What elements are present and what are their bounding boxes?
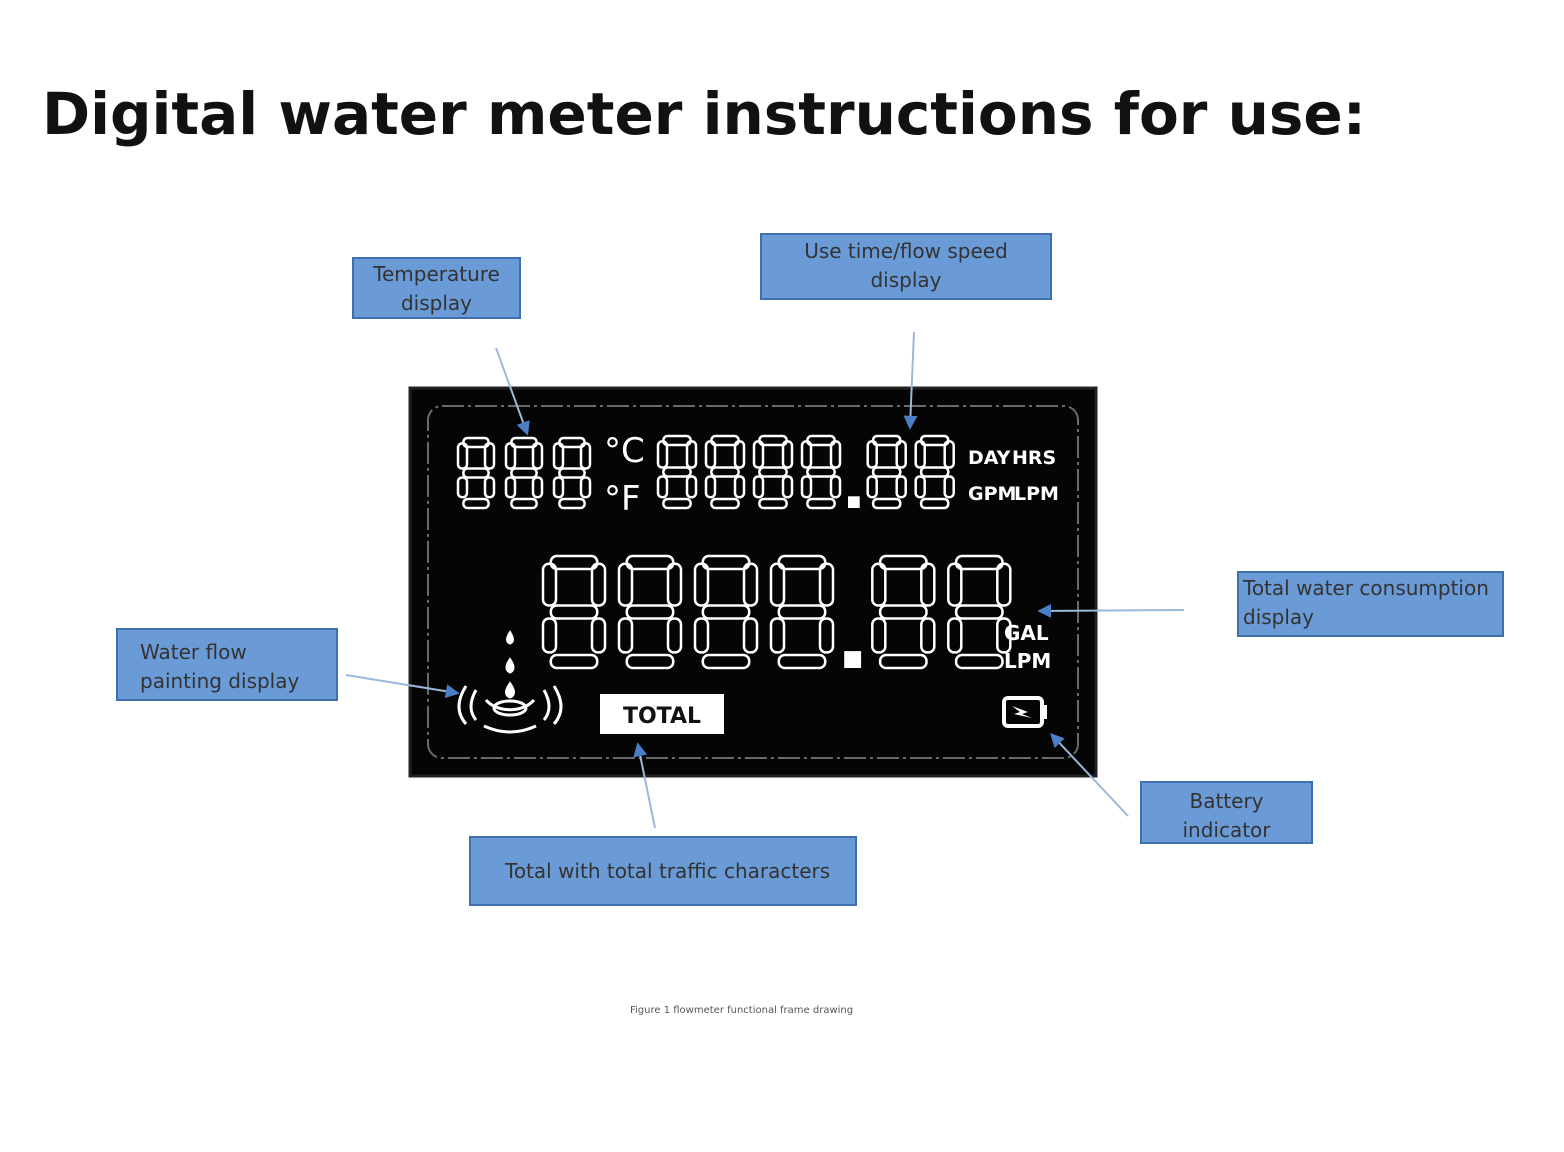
- time-flow-digit-5: [914, 434, 955, 510]
- temperature-digit-0: [456, 436, 496, 510]
- total-consumption-digits: [541, 554, 1012, 670]
- total-digit-3: [769, 554, 835, 670]
- total-digit-2: [693, 554, 759, 670]
- time-flow-decimal-point: [848, 496, 860, 508]
- lcd-inner-border: [427, 405, 1079, 759]
- temperature-digits: [456, 436, 592, 510]
- total-decimal-point: [844, 651, 862, 668]
- time-flow-digit-4: [866, 434, 907, 510]
- water-flow-icon: [457, 630, 563, 734]
- figure-caption: Figure 1 flowmeter functional frame draw…: [630, 1005, 854, 1016]
- callout-water-flow: Water flow painting display: [116, 628, 338, 701]
- temperature-digit-1: [504, 436, 544, 510]
- unit-fahrenheit: °F: [604, 479, 641, 519]
- unit-gpm: GPM: [968, 483, 1016, 505]
- callout-total-water: Total water consumption display: [1237, 571, 1504, 637]
- unit-lpm-main: LPM: [1004, 649, 1051, 673]
- page-title: Digital water meter instructions for use…: [42, 80, 1366, 148]
- time-flow-digit-3: [800, 434, 842, 510]
- total-label: TOTAL: [623, 704, 701, 729]
- callout-use-time: Use time/flow speed display: [760, 233, 1052, 300]
- time-flow-digit-1: [704, 434, 746, 510]
- unit-gal: GAL: [1004, 621, 1049, 645]
- unit-celsius: °C: [604, 431, 645, 471]
- callout-temperature: Temperature display: [352, 257, 521, 319]
- total-label-box: [600, 694, 724, 734]
- time-flow-digits: [656, 434, 955, 510]
- time-flow-digit-0: [656, 434, 698, 510]
- temperature-digit-2: [552, 436, 592, 510]
- callout-total-chars: Total with total traffic characters: [469, 836, 857, 906]
- battery-icon: [1002, 696, 1047, 728]
- total-digit-5: [947, 554, 1012, 670]
- total-digit-1: [617, 554, 683, 670]
- time-flow-digit-2: [752, 434, 794, 510]
- total-digit-0: [541, 554, 607, 670]
- total-digit-4: [871, 554, 936, 670]
- unit-day: DAY: [968, 447, 1011, 469]
- unit-lpm-top: LPM: [1014, 483, 1059, 505]
- callout-battery: Battery indicator: [1140, 781, 1313, 844]
- unit-hrs: HRS: [1012, 447, 1056, 469]
